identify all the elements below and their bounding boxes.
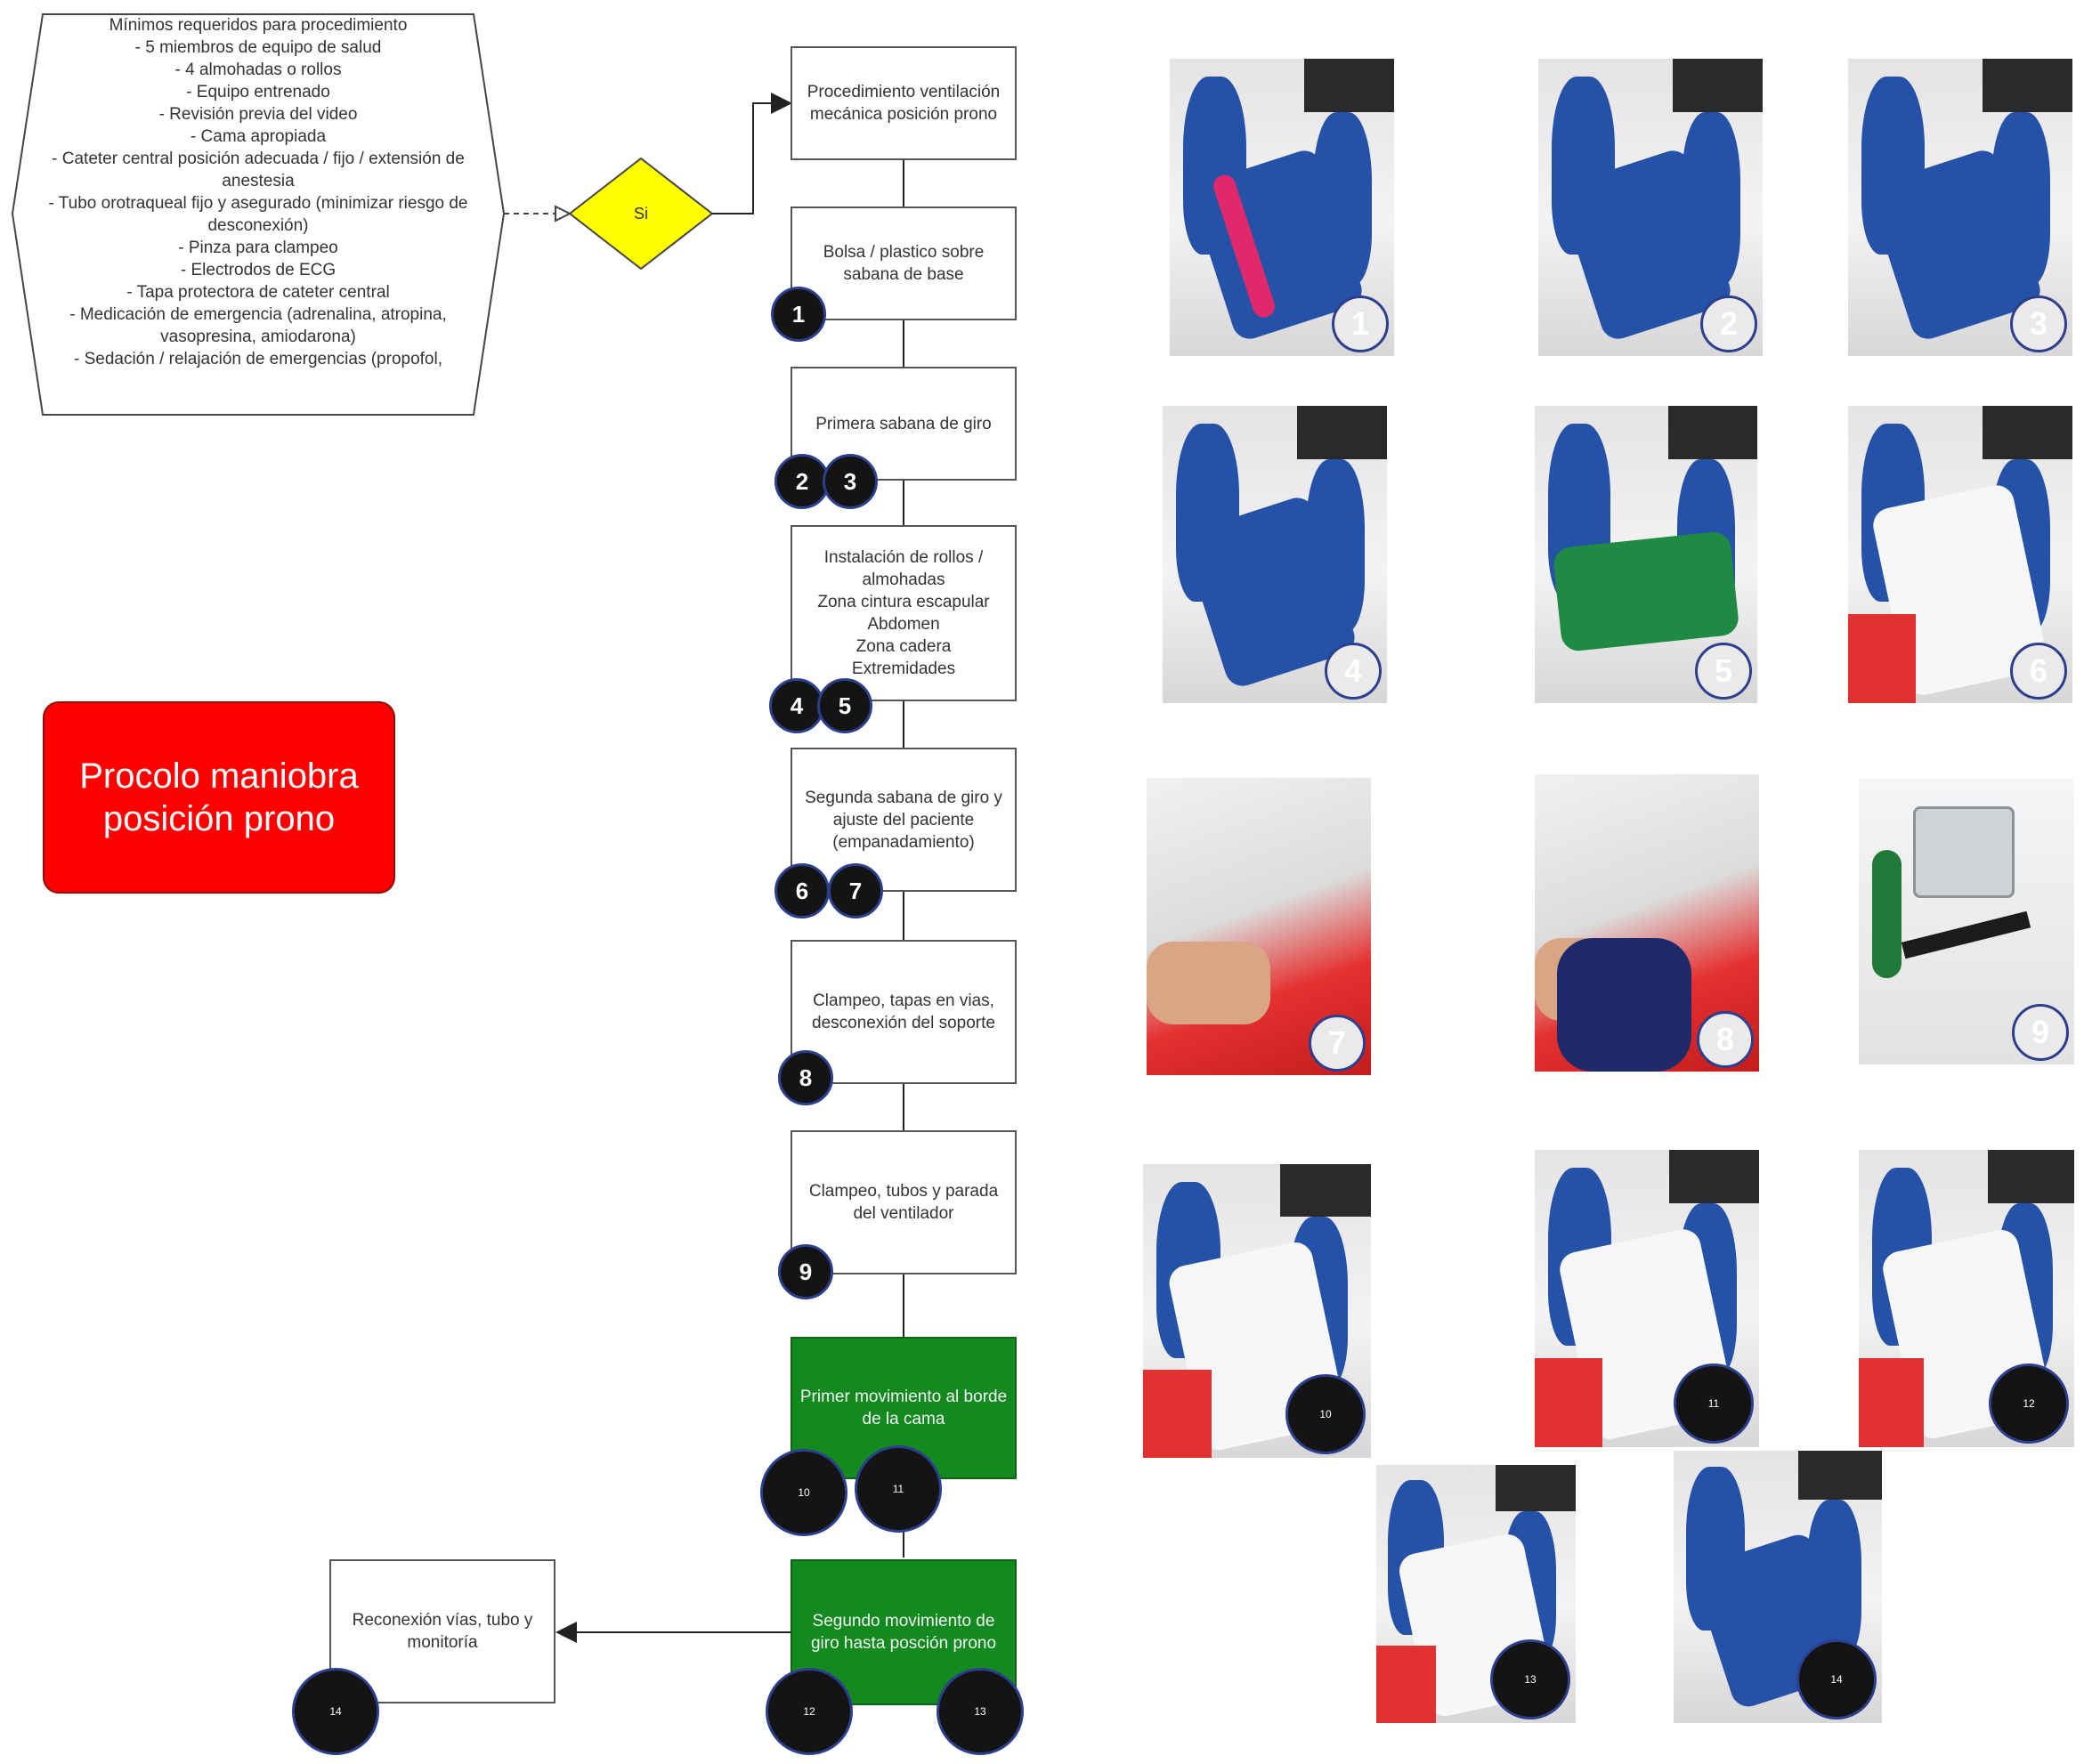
- step-badge: 7: [828, 863, 883, 918]
- step-badge: 13: [937, 1668, 1024, 1755]
- req-line: - Cama apropiada: [190, 127, 327, 146]
- step-first-sheet: Primera sabana de giro: [791, 367, 1017, 481]
- requirements-hexagon: [11, 13, 506, 416]
- photo-number-badge: 4: [1325, 643, 1382, 700]
- photo-number-badge: 8: [1697, 1011, 1754, 1068]
- step-second-sheet: Segunda sabana de giro y ajuste del paci…: [791, 748, 1017, 892]
- step-badge: 2: [774, 454, 830, 509]
- req-line: - Equipo entrenado: [186, 83, 330, 101]
- arrow-to-procedure: [712, 93, 792, 214]
- step-badge: 14: [292, 1668, 379, 1755]
- step-label: Bolsa / plastico sobre sabana de base: [823, 243, 985, 284]
- step-badge: 9: [778, 1244, 833, 1299]
- step-plastic-bag: Bolsa / plastico sobre sabana de base: [791, 206, 1017, 320]
- step-label: Clampeo, tapas en vias, desconexión del …: [812, 991, 995, 1032]
- open-arrow-icon: [555, 205, 572, 223]
- procedure-photo: [1859, 1150, 2074, 1447]
- req-line: - 5 miembros de equipo de salud: [134, 38, 382, 57]
- step-label: Clampeo, tubos y parada del ventilador: [808, 1182, 999, 1223]
- photo-number-badge: 12: [1989, 1363, 2069, 1444]
- step-badge: 10: [760, 1449, 847, 1536]
- req-line: - Pinza para clampeo: [178, 239, 338, 257]
- decision-label: Si: [633, 205, 648, 223]
- title-text: Procolo maniobra posición prono: [79, 757, 359, 838]
- step-label: Reconexión vías, tubo y monitoría: [352, 1611, 533, 1652]
- procedure-photo: [1535, 774, 1759, 1072]
- photo-number-badge: 7: [1309, 1015, 1366, 1072]
- procedure-photo: [1376, 1465, 1576, 1723]
- step-label: Segundo movimiento de giro hasta posción…: [810, 1612, 997, 1653]
- req-line: - 4 almohadas o rollos: [174, 61, 342, 79]
- decision-diamond: [568, 157, 714, 271]
- step-badge: 12: [766, 1668, 853, 1755]
- step-reconnection: Reconexión vías, tubo y monitoría: [329, 1559, 555, 1703]
- req-line: - Cateter central posición adecuada / fi…: [52, 150, 465, 190]
- requirements-text: Mínimos requeridos para procedimiento - …: [36, 14, 481, 370]
- photo-number-badge: 1: [1332, 295, 1389, 352]
- photo-number-badge: 13: [1490, 1639, 1570, 1719]
- req-line: - Medicación de emergencia (adrenalina, …: [69, 305, 447, 346]
- procedure-photo: [1535, 406, 1757, 703]
- req-line: - Electrodos de ECG: [180, 261, 337, 279]
- step-badge: 5: [817, 678, 872, 733]
- step-procedure: Procedimiento ventilación mecánica posic…: [791, 46, 1017, 160]
- step-pillows: Instalación de rollos / almohadas Zona c…: [791, 525, 1017, 701]
- procedure-photo: [1535, 1150, 1759, 1447]
- step-clamp-ventilator: Clampeo, tubos y parada del ventilador: [791, 1130, 1017, 1274]
- step-badge: 1: [771, 287, 826, 342]
- step-label: Segunda sabana de giro y ajuste del paci…: [805, 788, 1002, 852]
- step-badge: 8: [778, 1050, 833, 1105]
- step-label: Primer movimiento al borde de la cama: [799, 1388, 1008, 1428]
- step-clamp-lines: Clampeo, tapas en vias, desconexión del …: [791, 940, 1017, 1084]
- photo-number-badge: 2: [1700, 295, 1757, 352]
- step-label: Primera sabana de giro: [815, 414, 992, 433]
- req-line: - Sedación / relajación de emergencias (…: [73, 350, 442, 368]
- photo-number-badge: 10: [1285, 1374, 1366, 1454]
- step-badge: 11: [855, 1445, 942, 1533]
- step-badge: 3: [823, 454, 878, 509]
- photo-number-badge: 6: [2010, 643, 2067, 700]
- photo-number-badge: 14: [1796, 1639, 1877, 1719]
- step-label: Instalación de rollos / almohadas Zona c…: [817, 548, 990, 678]
- req-line: - Tapa protectora de cateter central: [126, 283, 390, 302]
- photo-number-badge: 3: [2010, 295, 2067, 352]
- photo-number-badge: 9: [2012, 1004, 2069, 1061]
- req-line: - Tubo orotraqueal fijo y asegurado (min…: [48, 194, 468, 235]
- photo-number-badge: 5: [1695, 643, 1752, 700]
- req-line: Mínimos requeridos para procedimiento: [109, 16, 408, 35]
- req-line: - Revisión previa del video: [158, 105, 358, 124]
- photo-number-badge: 11: [1674, 1363, 1754, 1444]
- step-badge: 4: [769, 678, 824, 733]
- step-badge: 6: [774, 863, 830, 918]
- title-box: Procolo maniobra posición prono: [43, 701, 395, 894]
- step-label: Procedimiento ventilación mecánica posic…: [807, 83, 1001, 124]
